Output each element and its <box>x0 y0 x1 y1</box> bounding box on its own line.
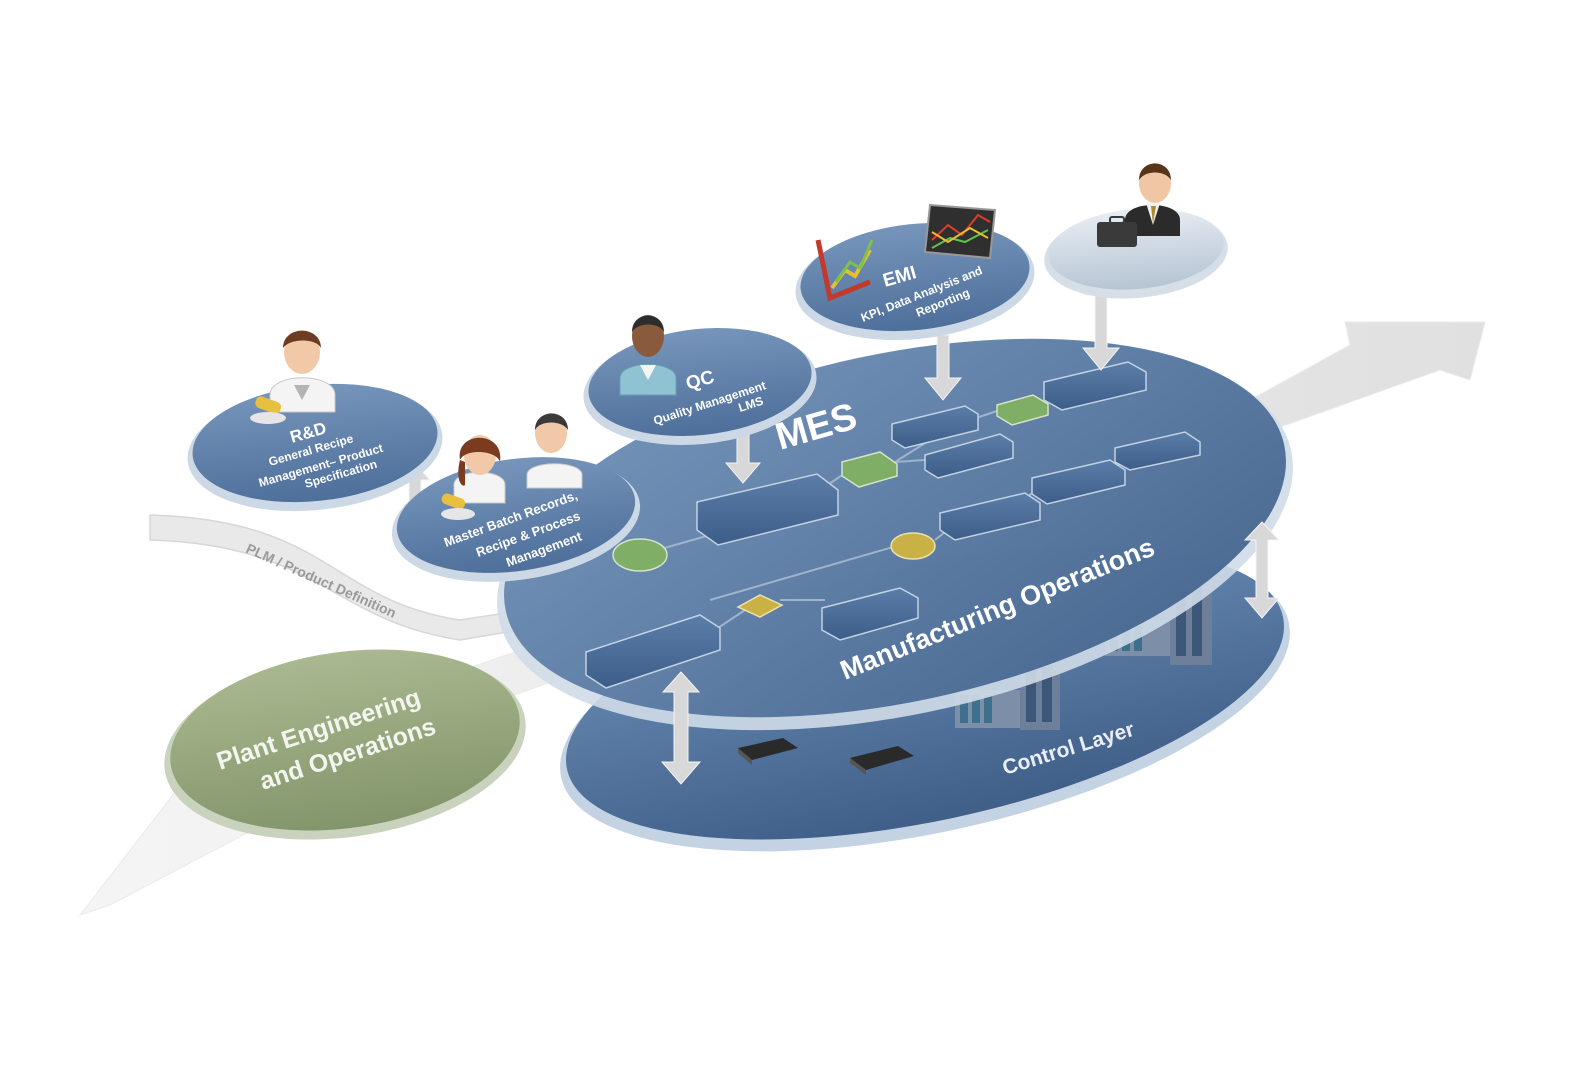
process-step-box <box>585 614 721 689</box>
process-step-box <box>939 492 1041 541</box>
process-step-box <box>696 473 839 546</box>
emi-disc: EMI KPI, Data Analysis and Reporting <box>795 203 1035 341</box>
process-step-box <box>821 587 919 641</box>
chart-icon <box>815 203 997 302</box>
chip-icon <box>738 738 798 765</box>
process-step-box <box>1114 431 1201 471</box>
process-node-green <box>996 394 1049 426</box>
down-arrow <box>923 334 963 401</box>
process-node-green <box>841 451 898 488</box>
qc-disc: QC Quality Management LMS <box>583 315 817 445</box>
chip-icon <box>850 746 914 775</box>
executive-disc <box>1044 163 1228 299</box>
process-node-green <box>612 538 668 572</box>
process-node-gold <box>736 594 784 618</box>
process-step-box <box>1031 459 1126 505</box>
plm-label: PLM / Product Definition <box>244 540 399 621</box>
process-step-box <box>891 405 979 449</box>
doctor-icon <box>619 315 677 396</box>
process-step-box <box>924 433 1014 479</box>
lab-team-icon <box>441 413 583 520</box>
process-node-gold <box>890 532 936 560</box>
up-down-arrow <box>1243 521 1281 619</box>
businessman-icon <box>1097 163 1180 247</box>
rnd-disc: R&D General Recipe Management– Product S… <box>187 330 443 512</box>
up-down-arrow <box>660 671 702 785</box>
process-step-box <box>1043 361 1147 411</box>
master-batch-disc: Master Batch Records, Recipe & Process M… <box>391 413 641 582</box>
plant-engineering-disc: Plant Engineering and Operations <box>164 649 526 840</box>
scientist-icon <box>250 330 336 424</box>
